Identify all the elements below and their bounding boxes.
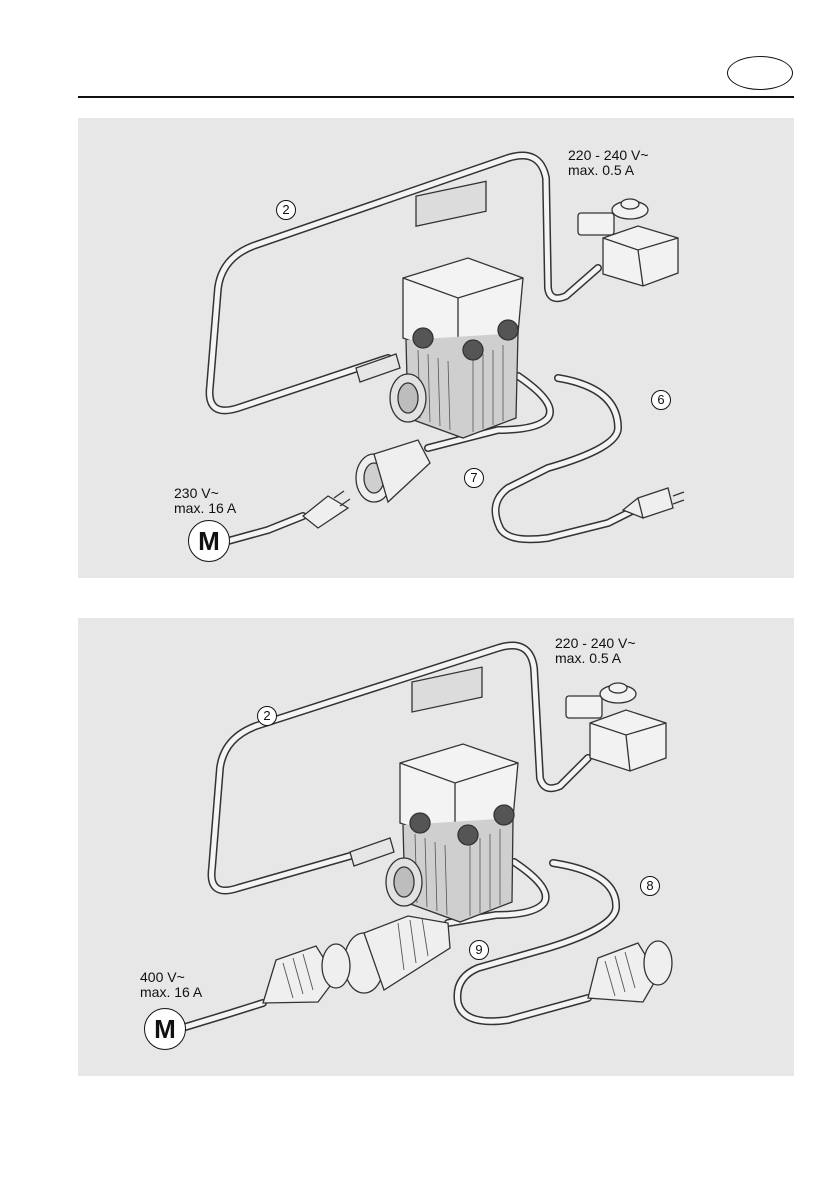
gland-left bbox=[350, 838, 394, 866]
motor-cable bbox=[228, 516, 303, 541]
callout-cable-6: 6 bbox=[651, 390, 671, 410]
valve-current-label: max. 0.5 A bbox=[568, 163, 634, 177]
motor-symbol: M bbox=[144, 1008, 186, 1050]
plug-right bbox=[623, 488, 684, 518]
callout-cable-2: 2 bbox=[276, 200, 296, 220]
plug-left bbox=[303, 491, 350, 528]
supply-current-label: max. 16 A bbox=[140, 985, 202, 999]
coupling-socket bbox=[356, 440, 430, 502]
callout-cable-7: 7 bbox=[464, 468, 484, 488]
figure-2-illustration bbox=[78, 618, 794, 1076]
cee-coupler bbox=[344, 916, 450, 993]
motor-symbol: M bbox=[188, 520, 230, 562]
supply-voltage-label: 230 V~ bbox=[174, 486, 219, 500]
cee-plug-right bbox=[588, 941, 672, 1002]
callout-cable-8: 8 bbox=[640, 876, 660, 896]
callout-cable-9: 9 bbox=[469, 940, 489, 960]
supply-current-label: max. 16 A bbox=[174, 501, 236, 515]
control-unit bbox=[390, 181, 523, 438]
figure-1-230v-wiring: 220 - 240 V~ max. 0.5 A 230 V~ max. 16 A… bbox=[78, 118, 794, 578]
valve-voltage-label: 220 - 240 V~ bbox=[555, 636, 636, 650]
motor-cable bbox=[182, 1003, 263, 1028]
valve-voltage-label: 220 - 240 V~ bbox=[568, 148, 649, 162]
cee-plug-left bbox=[263, 944, 350, 1003]
figure-2-400v-wiring: 220 - 240 V~ max. 0.5 A 400 V~ max. 16 A… bbox=[78, 618, 794, 1076]
solenoid-valve bbox=[566, 683, 666, 771]
callout-cable-2: 2 bbox=[257, 706, 277, 726]
header-rule bbox=[78, 96, 794, 98]
supply-voltage-label: 400 V~ bbox=[140, 970, 185, 984]
language-badge bbox=[727, 56, 793, 90]
control-unit bbox=[386, 667, 518, 922]
valve-current-label: max. 0.5 A bbox=[555, 651, 621, 665]
